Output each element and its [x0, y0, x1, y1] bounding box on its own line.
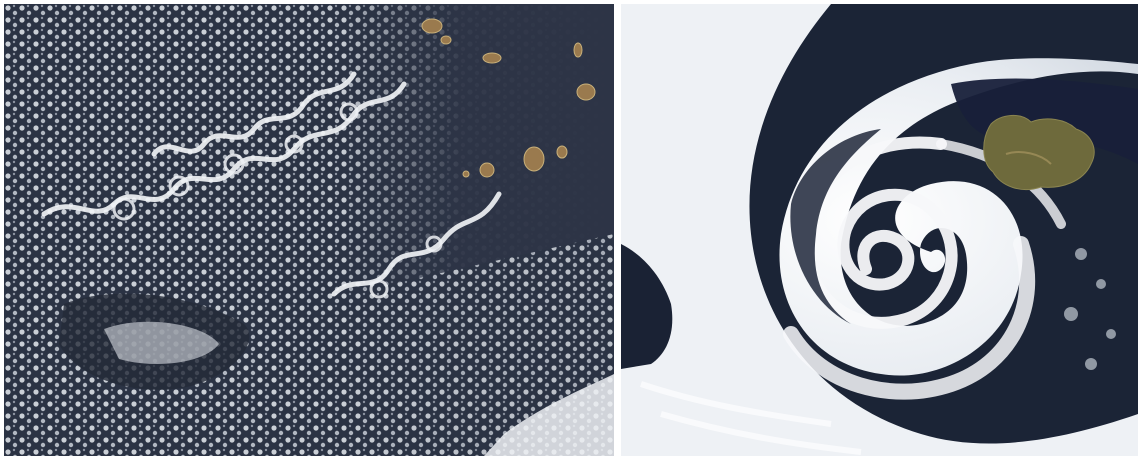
satellite-image-left [4, 4, 614, 456]
satellite-image-right [621, 4, 1138, 456]
